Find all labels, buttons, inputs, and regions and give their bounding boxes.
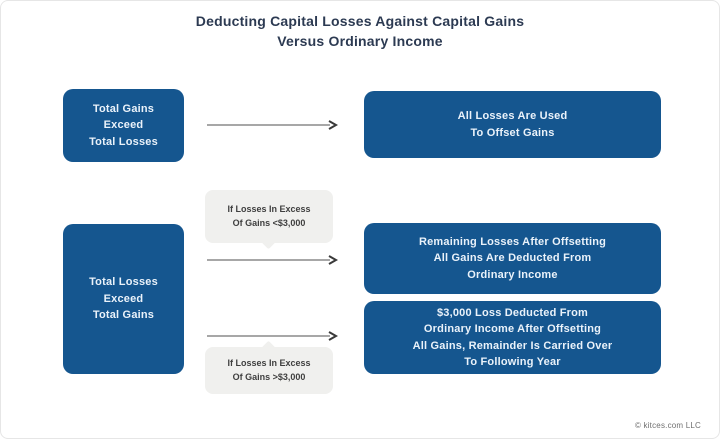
loss-carryover-box: $3,000 Loss Deducted From Ordinary Incom… [364, 301, 661, 374]
remaining-losses-deducted-box: Remaining Losses After Offsetting All Ga… [364, 223, 661, 294]
copyright-text: © kitces.com LLC [634, 421, 701, 430]
arrow-right-icon [207, 120, 339, 130]
total-losses-exceed-box: Total Losses Exceed Total Gains [63, 224, 184, 374]
page-title: Deducting Capital Losses Against Capital… [195, 13, 525, 49]
condition-losses-under-3000-text: If Losses In Excess Of Gains <$3,000 [227, 204, 311, 228]
callout-tail-down [260, 233, 277, 250]
arrow-right-icon [207, 331, 339, 341]
condition-losses-over-3000-text: If Losses In Excess Of Gains >$3,000 [227, 358, 311, 382]
callout-tail-up [260, 340, 277, 357]
total-gains-exceed-box: Total Gains Exceed Total Losses [63, 89, 184, 162]
all-losses-used-box: All Losses Are Used To Offset Gains [364, 91, 661, 158]
condition-losses-under-3000-label: If Losses In Excess Of Gains <$3,000 [205, 190, 333, 250]
condition-losses-over-3000-label: If Losses In Excess Of Gains >$3,000 [205, 340, 333, 394]
arrow-right-icon [207, 255, 339, 265]
